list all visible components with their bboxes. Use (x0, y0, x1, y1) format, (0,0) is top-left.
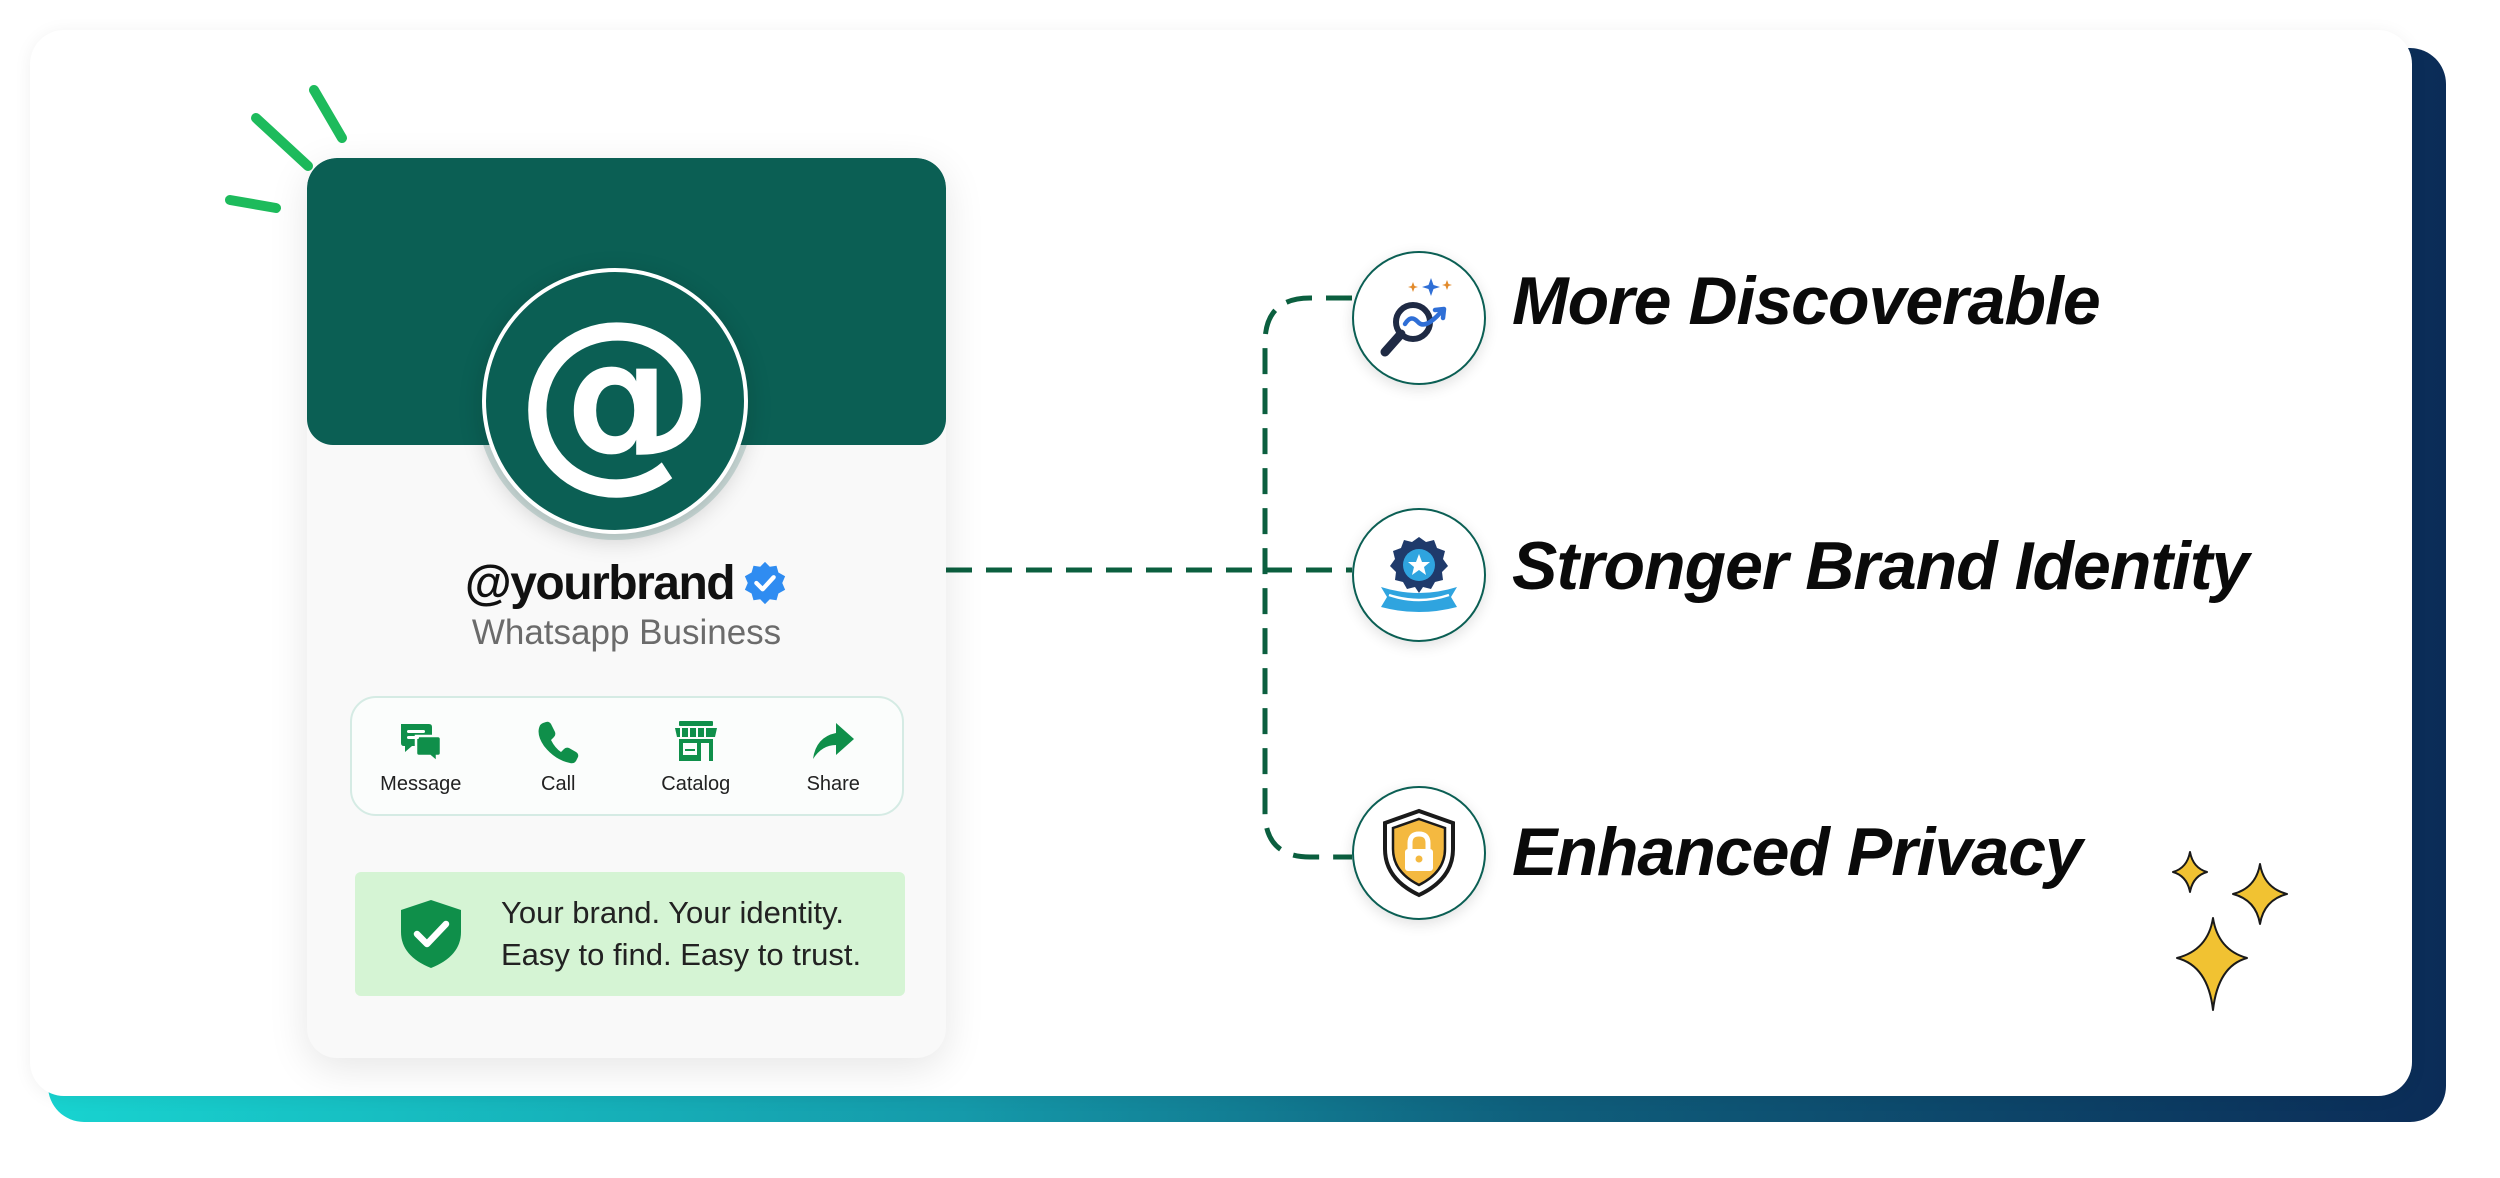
at-symbol-icon: @ (515, 278, 715, 511)
message-button[interactable]: Message (361, 717, 481, 796)
share-button[interactable]: Share (773, 717, 893, 796)
phone-icon (538, 721, 579, 763)
share-label: Share (806, 772, 860, 795)
storefront-icon (674, 720, 717, 761)
trust-message: Your brand. Your identity. Easy to find.… (501, 892, 861, 976)
catalog-button[interactable]: Catalog (636, 717, 756, 796)
shield-lock-icon (1383, 808, 1455, 898)
shield-check-icon (401, 900, 461, 968)
feature-label-discoverable: More Discoverable (1512, 263, 2101, 339)
call-button[interactable]: Call (498, 717, 618, 796)
action-bar: Message Call Catalog Share (350, 696, 904, 816)
message-icon (400, 723, 442, 765)
verified-badge-icon (744, 561, 786, 605)
trust-line-2: Easy to find. Easy to trust. (501, 937, 862, 972)
profile-card: @ @yourbrand Whatsapp Business Message C… (307, 158, 946, 1058)
call-label: Call (541, 772, 576, 795)
brand-handle: @yourbrand (464, 556, 736, 610)
trust-banner: Your brand. Your identity. Easy to find.… (355, 872, 905, 996)
feature-label-privacy: Enhanced Privacy (1512, 814, 2083, 890)
feature-icon-privacy (1352, 786, 1486, 920)
account-type-label: Whatsapp Business (471, 613, 782, 652)
brand-badge-icon (1381, 537, 1457, 612)
trust-line-1: Your brand. Your identity. (501, 895, 844, 930)
catalog-label: Catalog (661, 772, 731, 795)
feature-icon-brand-identity (1352, 508, 1486, 642)
feature-icon-discoverable (1352, 251, 1486, 385)
avatar: @ (482, 268, 748, 534)
handle-row: @yourbrand (307, 548, 946, 618)
message-label: Message (380, 772, 462, 795)
share-icon (813, 722, 855, 759)
sparkle-icon (2172, 851, 2288, 1011)
burst-lines-icon (225, 85, 347, 213)
feature-label-brand-identity: Stronger Brand Identity (1512, 528, 2249, 604)
search-growth-icon (1380, 278, 1452, 357)
